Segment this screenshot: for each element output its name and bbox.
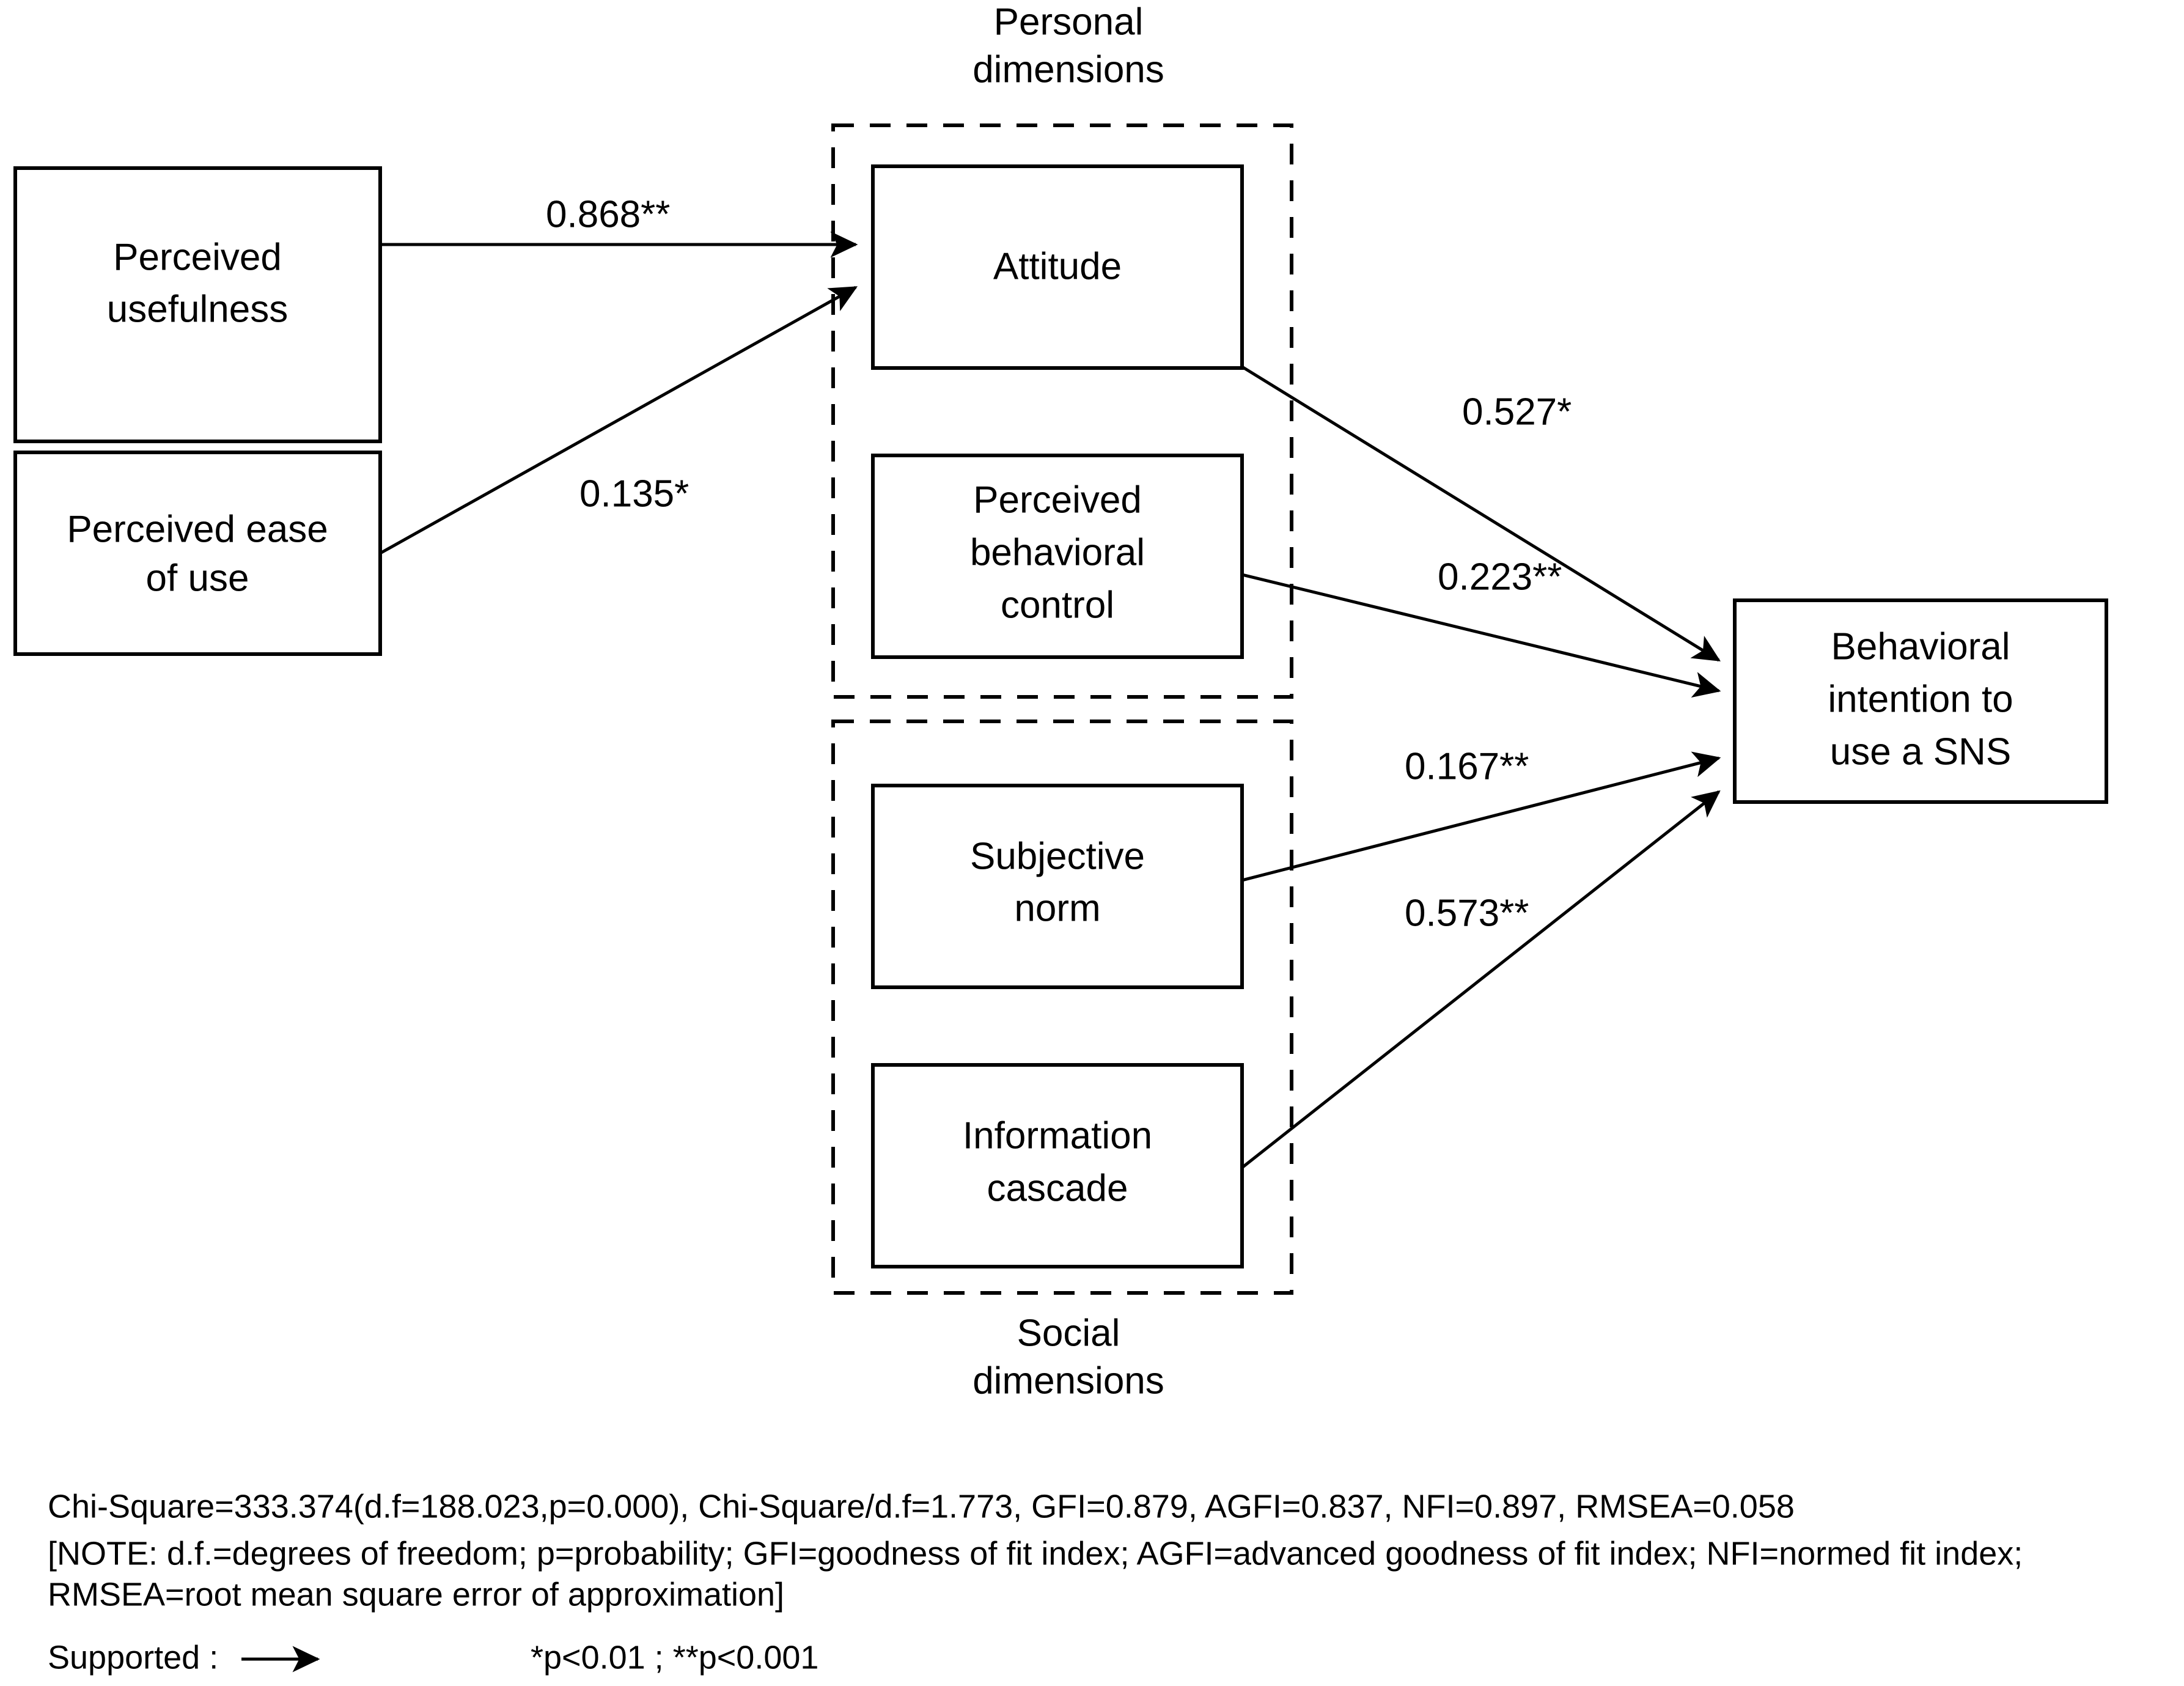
- path-edges: [379, 231, 1721, 1169]
- legend-supported-label: Supported :: [48, 1639, 218, 1676]
- group-social-dashed-box: [831, 720, 1293, 1295]
- fit-statistics-line: Chi-Square=333.374(d.f=188.023,p=0.000),…: [48, 1488, 1795, 1525]
- node-information-cascade-box[interactable]: [871, 1063, 1244, 1268]
- node-perceived-behavioral-control-box[interactable]: [871, 454, 1244, 659]
- node-perceived-behavioral-control[interactable]: Perceived behavioral control: [871, 454, 1244, 659]
- node-behavioral-intention-line1: Behavioral: [1831, 625, 2010, 668]
- note-line-1: [NOTE: d.f.=degrees of freedom; p=probab…: [48, 1535, 2023, 1572]
- edge-sn-to-bi: [1241, 751, 1721, 882]
- coef-attitude-to-bi: 0.527*: [1462, 391, 1572, 433]
- group-personal-label-line2: dimensions: [973, 48, 1164, 90]
- coef-pu-to-attitude: 0.868**: [546, 193, 670, 235]
- node-attitude-label: Attitude: [993, 245, 1122, 287]
- edge-peou-to-attitude: [379, 285, 858, 555]
- edge-attitude-to-bi: [1241, 365, 1721, 662]
- footnote-block: Chi-Square=333.374(d.f=188.023,p=0.000),…: [48, 1488, 2023, 1613]
- node-information-cascade-line2: cascade: [987, 1167, 1128, 1209]
- node-perceived-behavioral-control-line3: control: [1001, 584, 1114, 626]
- coef-peou-to-attitude: 0.135*: [579, 473, 689, 515]
- node-behavioral-intention[interactable]: Behavioral intention to use a SNS: [1733, 598, 2108, 804]
- node-behavioral-intention-line3: use a SNS: [1830, 731, 2011, 773]
- node-subjective-norm-box[interactable]: [871, 784, 1244, 989]
- node-attitude[interactable]: Attitude: [871, 164, 1244, 370]
- node-perceived-usefulness[interactable]: Perceived usefulness: [13, 166, 382, 443]
- node-perceived-ease-of-use-box[interactable]: [13, 451, 382, 656]
- node-information-cascade-line1: Information: [963, 1114, 1152, 1157]
- coef-pbc-to-bi: 0.223**: [1438, 556, 1562, 598]
- coef-sn-to-bi: 0.167**: [1405, 745, 1529, 787]
- node-perceived-ease-of-use-line1: Perceived ease: [67, 508, 328, 550]
- node-subjective-norm-line2: norm: [1014, 887, 1100, 929]
- node-behavioral-intention-line2: intention to: [1828, 678, 2013, 720]
- path-coefficient-labels: 0.868** 0.135* 0.527* 0.223** 0.167** 0.…: [546, 193, 1572, 934]
- edge-pbc-to-bi: [1241, 573, 1721, 698]
- node-information-cascade[interactable]: Information cascade: [871, 1063, 1244, 1268]
- legend-block: Supported : *p<0.01 ; **p<0.001: [48, 1639, 818, 1676]
- coef-ic-to-bi: 0.573**: [1405, 892, 1529, 934]
- node-perceived-usefulness-line2: usefulness: [107, 288, 288, 330]
- node-subjective-norm[interactable]: Subjective norm: [871, 784, 1244, 989]
- node-perceived-ease-of-use-line2: of use: [146, 557, 249, 599]
- node-subjective-norm-line1: Subjective: [970, 835, 1145, 877]
- edge-ic-to-bi: [1241, 790, 1721, 1169]
- node-perceived-behavioral-control-line1: Perceived: [973, 479, 1142, 521]
- node-perceived-behavioral-control-line2: behavioral: [970, 531, 1145, 573]
- group-personal-dashed-box: [831, 123, 1293, 699]
- group-social-label-line1: Social: [1017, 1312, 1120, 1354]
- group-social-label-line2: dimensions: [973, 1360, 1164, 1402]
- node-perceived-usefulness-box[interactable]: [13, 166, 382, 443]
- group-social-dimensions: Social dimensions: [831, 720, 1293, 1402]
- node-behavioral-intention-box[interactable]: [1733, 598, 2108, 804]
- note-line-2: RMSEA=root mean square error of approxim…: [48, 1576, 784, 1613]
- group-personal-label-line1: Personal: [994, 1, 1144, 43]
- node-attitude-box[interactable]: [871, 164, 1244, 370]
- node-perceived-ease-of-use[interactable]: Perceived ease of use: [13, 451, 382, 656]
- group-personal-dimensions: Personal dimensions: [831, 1, 1293, 699]
- legend-significance-label: *p<0.01 ; **p<0.001: [531, 1639, 818, 1676]
- node-perceived-usefulness-line1: Perceived: [113, 236, 282, 278]
